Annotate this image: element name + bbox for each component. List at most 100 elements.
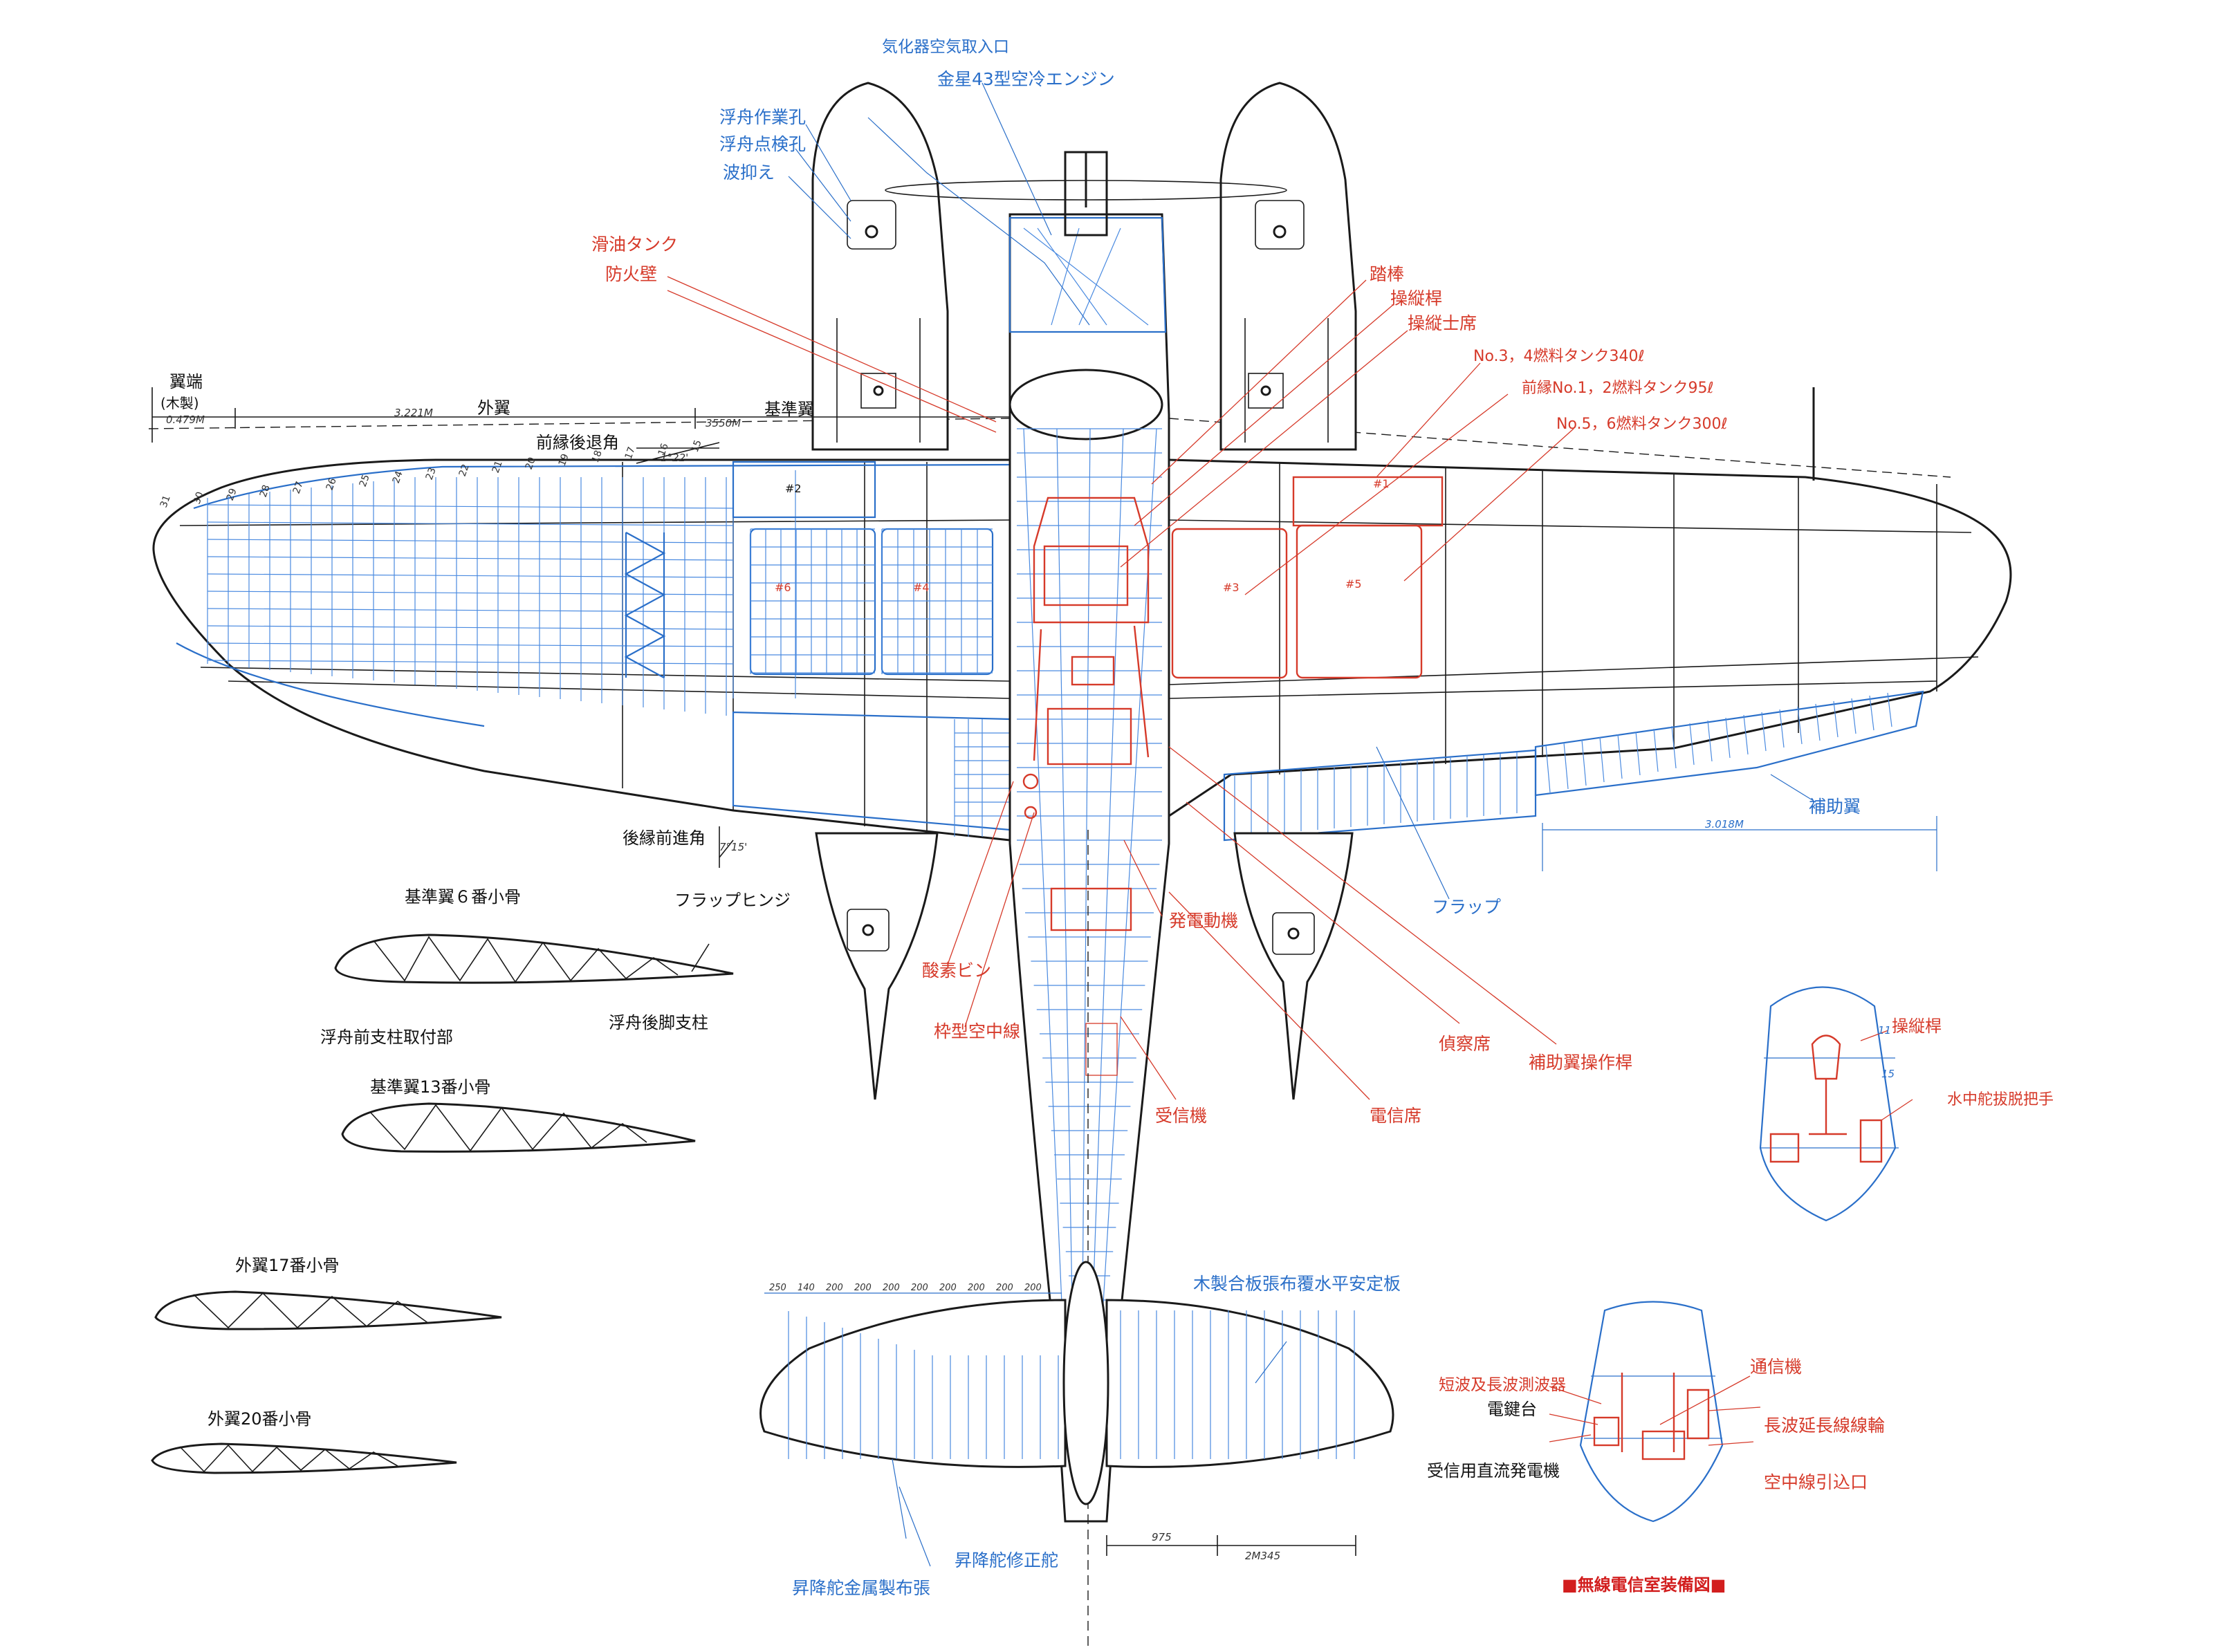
structure-line	[1779, 709, 1785, 748]
rib20-title: 外翼20番小骨	[208, 1409, 312, 1429]
le-sweep-label: 前縁後退角	[536, 433, 619, 452]
key-label: 電鍵台	[1487, 1400, 1537, 1419]
structure-line	[1815, 703, 1821, 741]
structure-line	[1081, 428, 1091, 1384]
rib17-title: 外翼17番小骨	[235, 1256, 340, 1275]
rib-sections	[151, 934, 734, 1474]
structure-line	[1689, 723, 1695, 765]
wing-station-label: 19	[557, 452, 571, 467]
structure-line	[1743, 714, 1749, 755]
structure-line	[1563, 742, 1569, 790]
rudder-release-label: 水中舵拔脱把手	[1947, 1091, 2054, 1108]
flap-hinge-label: フラップヒンジ	[674, 891, 791, 910]
wave-meter-label: 短波及長波測波器	[1439, 1376, 1566, 1394]
labels: 気化器空気取入口 金星43型空冷エンジン 浮舟作業孔 浮舟点検孔 波抑え 滑油タ…	[158, 38, 2054, 1598]
cockpit-num-11: 11	[1878, 1024, 1891, 1037]
structure-line	[1635, 731, 1641, 776]
rudder-pedal-label: 踏棒	[1370, 264, 1404, 284]
structure-line	[207, 521, 734, 526]
engine-label: 金星43型空冷エンジン	[937, 69, 1115, 89]
structure-line	[1671, 725, 1677, 769]
reel-label: 長波延長線線輪	[1764, 1416, 1885, 1436]
structure-line	[1761, 712, 1767, 752]
tail-dim-975: 975	[1152, 1531, 1172, 1543]
wing-station-label: 26	[324, 476, 339, 492]
structure-line	[1617, 734, 1623, 779]
rib6-title: 基準翼６番小骨	[405, 887, 521, 907]
structure-line	[1653, 728, 1659, 772]
wing-tip-material: (木製)	[160, 395, 199, 411]
structure-line	[207, 556, 734, 561]
wing-station-label: 30	[192, 490, 206, 505]
radio-seat-label: 電信席	[1370, 1106, 1421, 1126]
wing-station-label: 29	[225, 487, 239, 502]
float-front-strut-label: 浮舟前支柱取付部	[320, 1028, 453, 1047]
structure-line	[1887, 692, 1892, 727]
fuel-tanks: #1 #2 #6 #4 #3 #5	[732, 461, 1444, 679]
pilot-seat-label: 操縦士席	[1408, 313, 1477, 333]
svg-text:#6: #6	[775, 581, 791, 594]
svg-text:#4: #4	[913, 581, 930, 594]
wing-station-label: 17	[623, 445, 638, 461]
float-inspection-label: 浮舟点検孔	[719, 134, 806, 154]
antenna-lead-label: 空中線引込口	[1764, 1472, 1868, 1492]
cockpit-detail	[1759, 986, 1913, 1222]
structure-line	[1599, 736, 1605, 783]
structure-line	[207, 642, 734, 647]
tailplane	[759, 1261, 1394, 1556]
wing-station-label: 21	[490, 459, 505, 474]
generator-label: 発電動機	[1169, 911, 1238, 931]
radio-room-detail	[1549, 1301, 1761, 1523]
floats	[811, 82, 1357, 1100]
base-wing-label: 基準翼	[764, 400, 814, 419]
right-wing-control-surfaces	[1223, 690, 1937, 871]
tail-spacing-label: 140	[798, 1283, 815, 1293]
tail-spacing-label: 200	[854, 1283, 872, 1293]
structure-line	[1581, 739, 1587, 786]
structure-line	[1833, 700, 1839, 738]
wing-station-label: 18	[590, 449, 605, 464]
le-sweep-value: 1°22'	[661, 452, 688, 464]
wing-station-label: 22	[457, 463, 472, 478]
structure-line	[1797, 706, 1803, 745]
outer-wing-label: 外翼	[477, 398, 510, 418]
tail-spacing-label: 200	[883, 1283, 900, 1293]
intake-label: 気化器空気取入口	[882, 38, 1009, 56]
tail-spacing-label: 200	[1024, 1283, 1042, 1293]
tail-spacing-label: 200	[826, 1283, 843, 1293]
elevator-tab-label: 昇降舵修正舵	[955, 1550, 1058, 1570]
wing-station-label: 28	[258, 483, 273, 499]
control-stick-label: 操縦桿	[1390, 288, 1442, 308]
oil-tank-label: 滑油タンク	[591, 234, 678, 254]
structure-line	[1545, 745, 1551, 793]
structure-line	[207, 539, 734, 544]
rib13-title: 基準翼13番小骨	[370, 1077, 491, 1097]
main-wing	[148, 387, 2012, 842]
wing-dimensions	[151, 387, 1011, 868]
wing-station-label: 24	[391, 470, 405, 485]
cockpit-num-15: 15	[1881, 1068, 1895, 1080]
outer-wing-dim: 3.221M	[394, 407, 433, 419]
structure-line	[1869, 695, 1874, 731]
receiver-label: 受信機	[1155, 1106, 1207, 1126]
svg-text:#5: #5	[1345, 577, 1362, 591]
wing-station-label: 23	[424, 466, 439, 481]
svg-text:#2: #2	[785, 482, 802, 495]
oxygen-label: 酸素ビン	[922, 960, 991, 981]
cockpit-stick-label: 操縦桿	[1892, 1017, 1942, 1036]
wave-suppressor-label: 波抑え	[723, 163, 775, 183]
tank-front-label: 前縁No.1，2燃料タンク95ℓ	[1522, 380, 1714, 397]
wing-tip-label: 翼端	[169, 372, 203, 391]
fuselage	[885, 151, 1287, 1646]
base-wing-dim: 3550M	[706, 417, 741, 429]
stabilizer-label: 木製合板張布覆水平安定板	[1193, 1274, 1401, 1294]
te-angle-label: 後縁前進角	[623, 828, 706, 848]
tail-spacing-label: 200	[911, 1283, 928, 1293]
structure-line	[207, 608, 734, 613]
dc-generator-label: 受信用直流発電機	[1427, 1461, 1560, 1481]
structure-line	[1056, 428, 1074, 1384]
observer-seat-label: 偵察席	[1439, 1034, 1491, 1054]
leader-lines	[667, 82, 1816, 1567]
wing-station-label: 25	[358, 473, 372, 488]
